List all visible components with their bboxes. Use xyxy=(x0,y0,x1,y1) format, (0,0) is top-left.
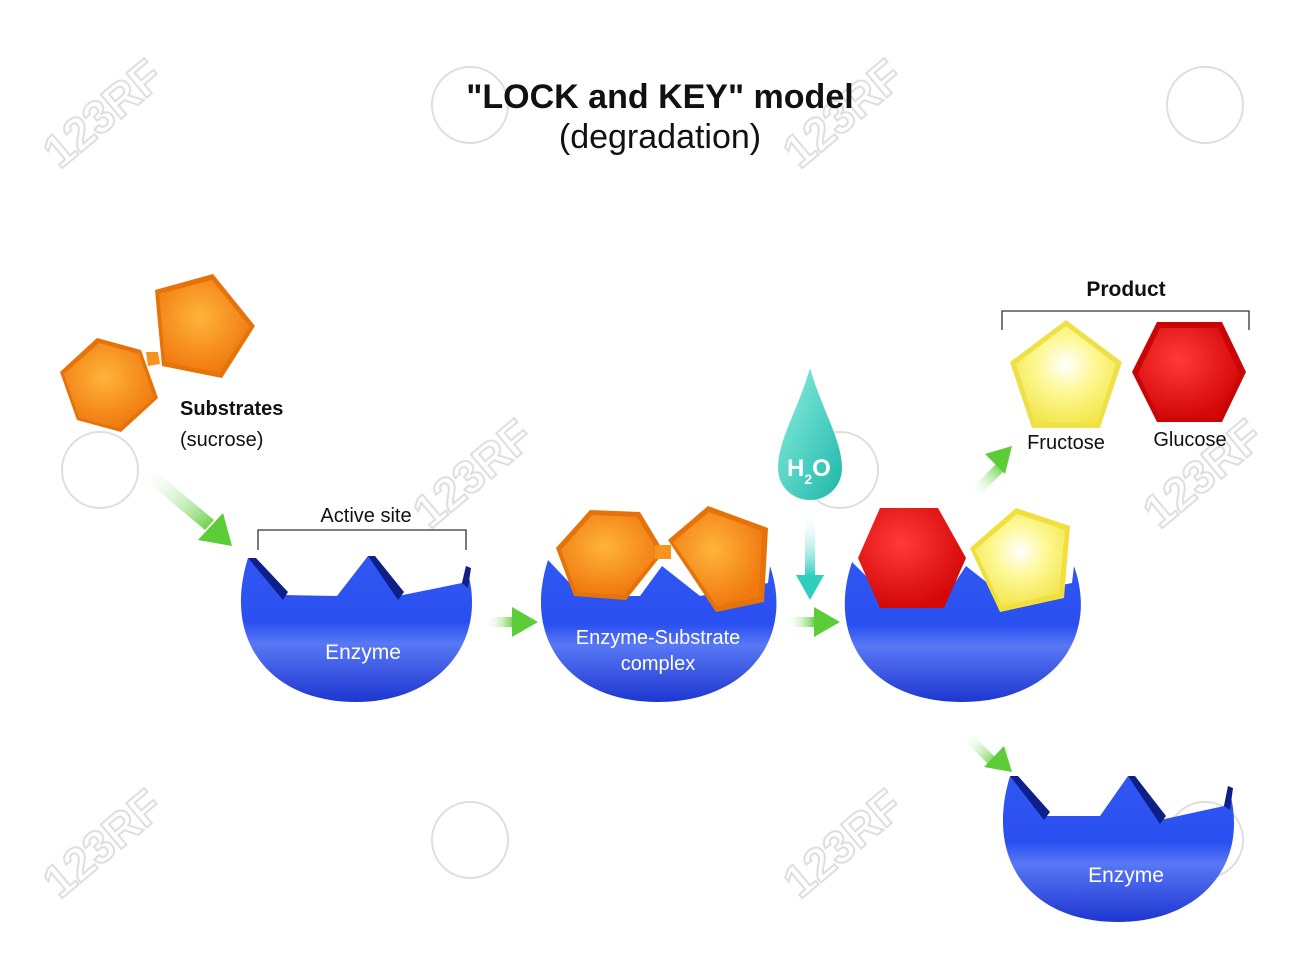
substrates-sublabel: (sucrose) xyxy=(180,429,263,451)
complex-label-line1: Enzyme-Substrate xyxy=(576,627,741,649)
watermark-text: 123RF xyxy=(773,779,912,908)
arrow-to-free-enzyme xyxy=(965,734,1012,772)
product-bracket xyxy=(1001,310,1250,330)
watermark-text: 123RF xyxy=(33,779,172,908)
fructose-label: Fructose xyxy=(1027,432,1105,454)
watermark-camera-icon xyxy=(431,66,509,144)
watermark-camera-icon xyxy=(431,801,509,879)
enzyme-final-label: Enzyme xyxy=(1088,864,1164,887)
watermark-camera-icon xyxy=(61,431,139,509)
fructose-pentagon xyxy=(1010,320,1122,428)
water-label: H2O xyxy=(787,455,831,487)
arrow-to-enzyme xyxy=(143,468,232,546)
complex-label-line2: complex xyxy=(621,653,695,675)
page-subtitle: (degradation) xyxy=(559,118,761,156)
watermark-camera-icon xyxy=(1166,66,1244,144)
page-title: "LOCK and KEY" model xyxy=(466,78,853,116)
substrates-label: Substrates xyxy=(180,398,283,420)
substrate-sucrose xyxy=(60,274,255,432)
glucose-label: Glucose xyxy=(1153,429,1226,451)
enzyme-1 xyxy=(240,556,473,702)
arrow-water-down xyxy=(796,512,824,600)
arrow-to-hydrolysis xyxy=(786,607,840,637)
product-label: Product xyxy=(1086,278,1165,301)
glucose-hexagon xyxy=(1132,322,1246,422)
glycosidic-bond xyxy=(146,352,160,366)
bound-glucose-hexagon xyxy=(858,508,966,608)
enzyme-product-complex xyxy=(844,508,1081,702)
active-site-label: Active site xyxy=(320,505,411,527)
arrow-to-complex xyxy=(485,607,538,637)
enzyme-substrate-complex xyxy=(540,506,777,702)
watermark-text: 123RF xyxy=(403,409,542,538)
watermark-layer: 123RF 123RF 123RF 123RF 123RF 123RF xyxy=(32,48,1273,909)
enzyme-final xyxy=(1002,776,1235,922)
arrow-to-products xyxy=(972,446,1012,496)
active-site-bracket xyxy=(257,529,467,550)
watermark-text: 123RF xyxy=(33,49,172,178)
water-drop-icon xyxy=(778,368,842,500)
enzyme-label: Enzyme xyxy=(325,641,401,664)
